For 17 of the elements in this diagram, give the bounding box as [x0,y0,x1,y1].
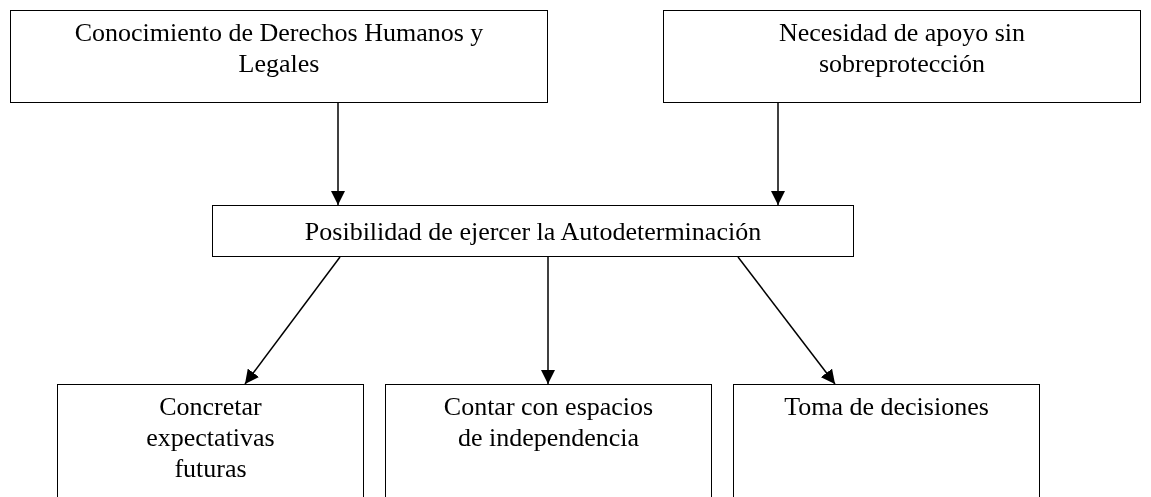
text-box [10,10,548,103]
arrow [541,256,555,385]
box-label: Necesidad de apoyo sin sobreprotección [777,17,1027,79]
box-label: Toma de decisiones [783,391,990,422]
arrow [771,102,785,206]
box-label: Conocimiento de Derechos Humanos y Legales [73,17,485,79]
text-box [212,205,854,257]
arrow [737,256,836,385]
text-box [57,384,364,497]
box-label: Posibilidad de ejercer la Autodeterminación [303,216,763,247]
box-label: Concretar expectativas futuras [145,391,276,484]
arrow [331,102,345,206]
text-box [733,384,1040,497]
text-box [385,384,712,497]
box-label: Contar con espacios de independencia [442,391,655,453]
text-box [663,10,1141,103]
arrow [244,256,341,385]
